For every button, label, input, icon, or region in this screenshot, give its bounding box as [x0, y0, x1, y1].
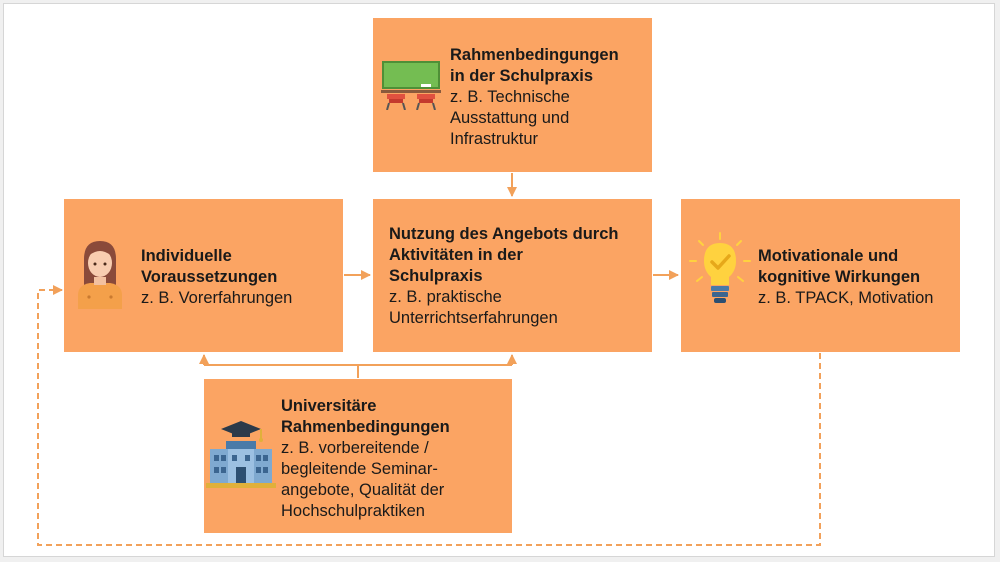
- university-icon: [206, 419, 276, 494]
- box-description: z. B. praktische Unterrichtserfahrungen: [389, 288, 558, 327]
- box-motivationale-kognitive-wirkungen: Motivationale und kognitive Wirkungen z.…: [681, 199, 960, 352]
- box-nutzung-des-angebots: Nutzung des Angebots durch Aktivitäten i…: [373, 199, 652, 352]
- box-text: Nutzung des Angebots durch Aktivitäten i…: [389, 224, 618, 329]
- box-title: Nutzung des Angebots durch Aktivitäten i…: [389, 225, 619, 285]
- box-text: Rahmenbedingungen in der Schulpraxis z. …: [450, 45, 619, 150]
- feedback-loop-dashed: [37, 285, 821, 546]
- box-description: z. B. Technische Ausstattung und Infrast…: [450, 88, 570, 148]
- box-universitaere-rahmenbedingungen: Universitäre Rahmenbedingungen z. B. vor…: [204, 379, 512, 533]
- classroom-icon: [381, 60, 441, 115]
- box-title: Motivationale und kognitive Wirkungen: [758, 247, 921, 286]
- box-description: z. B. Vorerfahrungen: [141, 289, 293, 307]
- student-icon: [72, 237, 128, 314]
- box-title: Universitäre Rahmenbedingungen: [281, 397, 450, 436]
- box-description: z. B. vorbereitende / begleitende Semina…: [281, 439, 445, 520]
- box-text: Universitäre Rahmenbedingungen z. B. vor…: [281, 396, 450, 522]
- box-text: Individuelle Voraussetzungen z. B. Vorer…: [141, 246, 292, 309]
- box-title: Rahmenbedingungen in der Schulpraxis: [450, 46, 619, 85]
- box-text: Motivationale und kognitive Wirkungen z.…: [758, 246, 933, 309]
- box-title: Individuelle Voraussetzungen: [141, 247, 278, 286]
- lightbulb-icon: [687, 231, 753, 312]
- box-rahmenbedingungen-schulpraxis: Rahmenbedingungen in der Schulpraxis z. …: [373, 18, 652, 172]
- box-description: z. B. TPACK, Motivation: [758, 289, 934, 307]
- box-individuelle-voraussetzungen: Individuelle Voraussetzungen z. B. Vorer…: [64, 199, 343, 352]
